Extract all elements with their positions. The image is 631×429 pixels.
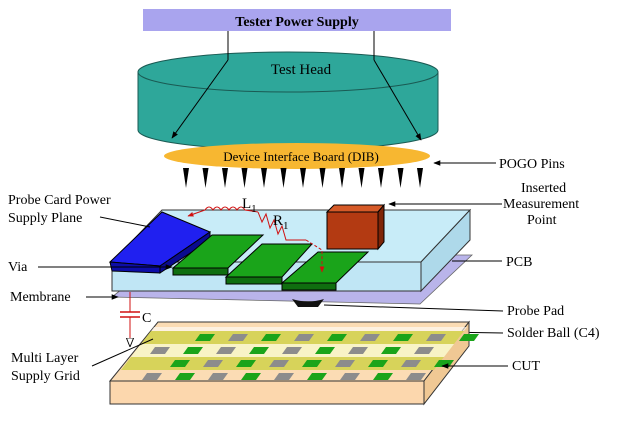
cut-pad [274, 373, 294, 380]
cut-pad [269, 360, 289, 367]
pogo-pin-icon [183, 168, 189, 188]
cut-pad [150, 347, 170, 354]
probe-card-power-plane [108, 211, 212, 274]
cut-pad [381, 347, 401, 354]
solder-ball-label: Solder Ball (C4) [507, 326, 600, 341]
tester-power-supply: Tester Power Supply [143, 9, 451, 31]
probe-card-power-label-2: Supply Plane [8, 211, 82, 226]
cut-pad [216, 347, 236, 354]
cut-pad [406, 373, 426, 380]
probe-card-power-pointer [99, 216, 151, 228]
cut-pad [307, 373, 327, 380]
multi-layer-label-2: Supply Grid [11, 369, 80, 384]
cut-pad [175, 373, 195, 380]
multi-layer-label-1: Multi Layer [11, 351, 79, 366]
cut-pad [203, 360, 223, 367]
cut-pad [459, 334, 479, 341]
probe-pads-green [171, 234, 370, 291]
via-label: Via [8, 260, 28, 275]
membrane-label: Membrane [10, 290, 71, 305]
pogo-pin-icon [280, 168, 287, 188]
pogo-pin-icon [222, 168, 228, 188]
inserted-label-1: Inserted [521, 181, 566, 196]
cut-pad [327, 334, 347, 341]
cut-pad [401, 360, 421, 367]
cut-pad [373, 373, 393, 380]
probe-card-power-label-1: Probe Card Power [8, 193, 111, 208]
pogo-pin-icon [319, 168, 326, 188]
cut-pad-grid [142, 334, 479, 380]
probe-pad-pointer [323, 304, 504, 312]
capacitor-icon [120, 292, 140, 346]
multi-layer-pointer [91, 338, 154, 367]
dib-label: Device Interface Board (DIB) [223, 149, 379, 164]
cut-pad [228, 334, 248, 341]
pcb-label: PCB [506, 255, 532, 270]
pogo-pin-icon [300, 168, 306, 188]
cut-pad [195, 334, 215, 341]
cut-pad [414, 347, 434, 354]
cut-pad [348, 347, 368, 354]
inserted-label-2: Measurement [503, 197, 579, 212]
pogo-pin-icon [417, 168, 423, 188]
cut-pad [261, 334, 281, 341]
cut-pad [294, 334, 314, 341]
l1-label: L1 [242, 196, 257, 215]
cut-pad [426, 334, 446, 341]
probe-pad-label: Probe Pad [507, 304, 564, 319]
cut-pad [236, 360, 256, 367]
test-head: Test Head [137, 51, 439, 151]
cut-pad [208, 373, 228, 380]
cut-pad [393, 334, 413, 341]
pogo-pin-row [183, 168, 423, 188]
cut-pad [282, 347, 302, 354]
inductor-l1 [204, 206, 259, 213]
device-interface-board: Device Interface Board (DIB) [164, 143, 430, 169]
pogo-pin-icon [202, 168, 209, 188]
pogo-pin-icon [261, 168, 267, 188]
cut-pad [183, 347, 203, 354]
cut-pad [142, 373, 162, 380]
cut-label: CUT [512, 359, 540, 374]
cut-pad [249, 347, 269, 354]
test-head-label: Test Head [271, 62, 332, 78]
cut-pad [340, 373, 360, 380]
measurement-point-box [325, 203, 386, 251]
power-lines [171, 31, 422, 141]
tester-power-supply-label: Tester Power Supply [235, 15, 358, 30]
pogo-pin-icon [241, 168, 248, 188]
cut-pad [241, 373, 261, 380]
capacitor-label: C [142, 311, 151, 326]
pogo-pins-label: POGO Pins [499, 157, 565, 172]
cut-pad [302, 360, 322, 367]
cut-pad [360, 334, 380, 341]
pogo-pin-icon [397, 168, 404, 188]
pogo-pin-icon [378, 168, 384, 188]
pogo-pin-icon [339, 168, 345, 188]
pogo-pin-icon [358, 168, 365, 188]
parasitic-wiring [187, 206, 325, 273]
resistor-r1 [257, 211, 306, 241]
cut-pad [335, 360, 355, 367]
cut-pad [368, 360, 388, 367]
r1-label: R1 [273, 213, 289, 232]
inserted-label-3: Point [527, 213, 557, 228]
cut-pad [315, 347, 335, 354]
cut-pad [170, 360, 190, 367]
